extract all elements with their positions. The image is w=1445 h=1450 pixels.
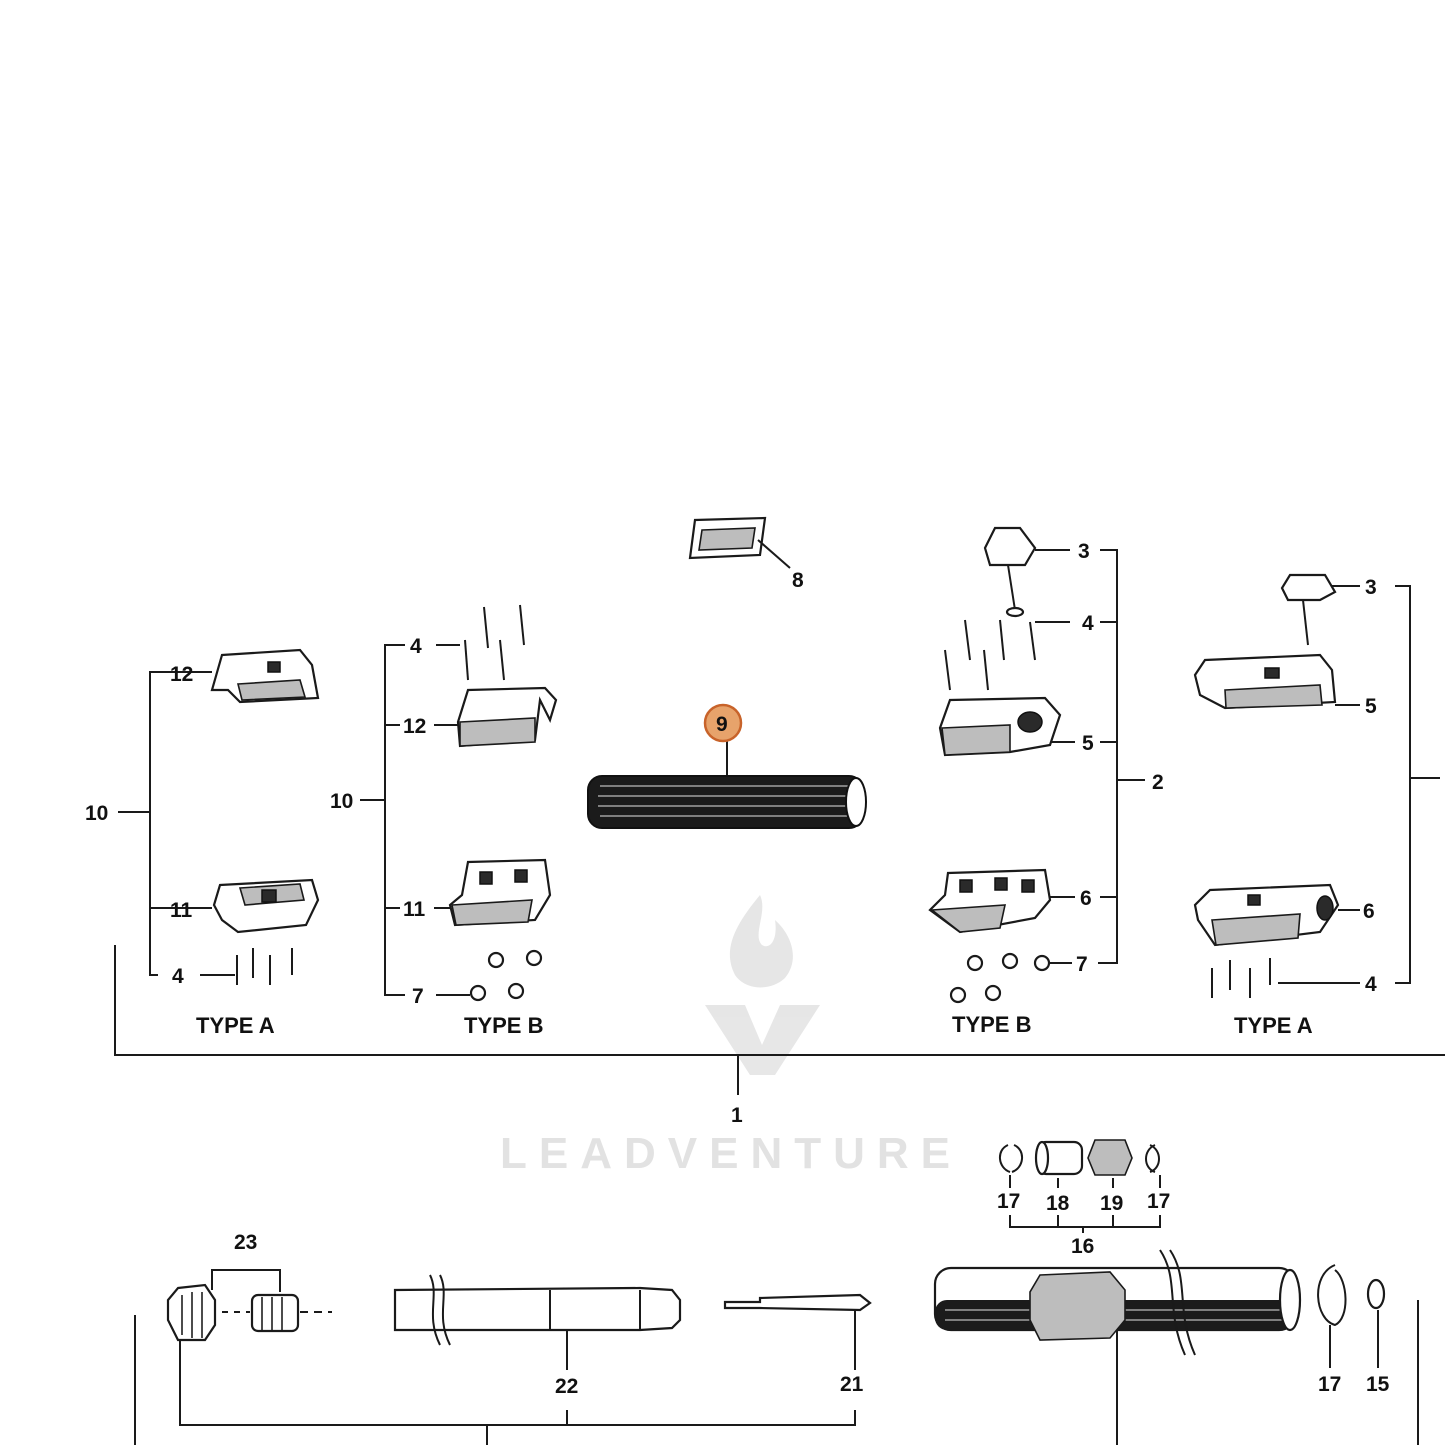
callout-5: 5 [1082, 732, 1094, 755]
housing-5-type-b [938, 696, 1062, 757]
switch-3-type-b [983, 526, 1037, 618]
bracket-right [1395, 585, 1411, 984]
callout-6: 6 [1080, 887, 1092, 910]
callout-8: 8 [792, 569, 804, 592]
callout-18: 18 [1046, 1192, 1070, 1215]
callout-1: 1 [731, 1104, 743, 1127]
washer-15: 15 [1366, 1278, 1390, 1396]
bracket-10a [149, 671, 155, 976]
callout-4: 4 [410, 635, 422, 658]
callout-17: 17 [1318, 1373, 1341, 1396]
bracket-2 [1110, 549, 1118, 964]
callout-7: 7 [412, 985, 424, 1008]
grip-9: 9 [587, 703, 867, 829]
callout-15: 15 [1366, 1373, 1390, 1396]
callout-6: 6 [1363, 900, 1375, 923]
callout-17: 17 [997, 1190, 1020, 1213]
watermark-logo [705, 895, 820, 1075]
housing-11-type-b [448, 858, 552, 927]
callout-17: 17 [1147, 1190, 1170, 1213]
callout-11: 11 [403, 898, 426, 921]
highlight-marker[interactable] [703, 703, 743, 743]
nuts-7-type-b [949, 952, 1051, 1004]
nuts-7-type-b [469, 949, 543, 1002]
rod-21: 21 [723, 1293, 872, 1396]
callout-22: 22 [555, 1375, 578, 1398]
assembly-1-bracket: 1 [114, 945, 1445, 1127]
callout-3: 3 [1365, 576, 1377, 599]
handlebar-tube-22: 22 [393, 1274, 682, 1398]
callout-10: 10 [330, 790, 353, 813]
callout-4: 4 [1365, 973, 1377, 996]
screws-4-type-a [1211, 958, 1271, 998]
type-label: TYPE A [1234, 1013, 1313, 1038]
cover-12-type-b [456, 686, 558, 748]
callout-10: 10 [85, 802, 108, 825]
watermark-text: LEADVENTURE [500, 1129, 962, 1178]
cover-12-type-a [210, 648, 320, 704]
callout-16: 16 [1071, 1235, 1094, 1258]
switch-3-type-a [1280, 573, 1337, 646]
type-label: TYPE B [464, 1013, 543, 1038]
type-label: TYPE A [196, 1013, 275, 1038]
callout-3: 3 [1078, 540, 1090, 563]
callout-11: 11 [170, 899, 193, 922]
housing-6-type-b [928, 868, 1052, 934]
bracket-10b [384, 644, 390, 996]
type-label: TYPE B [952, 1012, 1031, 1037]
callout-4: 4 [172, 965, 184, 988]
right-type-b-group: 3 4 5 2 6 7 TYPE B [928, 526, 1164, 1037]
callout-9: 9 [716, 713, 728, 736]
housing-6-type-a [1193, 883, 1340, 947]
callout-7: 7 [1076, 953, 1088, 976]
decal-8: 8 [688, 516, 804, 592]
screws-4-type-b [464, 604, 525, 681]
housing-11-type-a [212, 878, 320, 934]
callout-5: 5 [1365, 695, 1377, 718]
callout-19: 19 [1100, 1192, 1123, 1215]
circlip-17: 17 [1317, 1264, 1347, 1396]
bottom-bracket [134, 1300, 1419, 1445]
callout-21: 21 [840, 1373, 864, 1396]
housing-5-type-a [1193, 653, 1337, 710]
callout-2: 2 [1152, 771, 1164, 794]
throttle-grip-assembly [933, 1249, 1302, 1356]
right-type-a-group: 3 5 6 4 TYPE A [1193, 573, 1440, 1038]
bushing-set-16: 17 18 19 17 16 [997, 1139, 1170, 1258]
callout-23: 23 [234, 1231, 257, 1254]
throttle-sleeve-23: 23 [166, 1231, 332, 1342]
callout-4: 4 [1082, 612, 1094, 635]
left-type-b-group: 4 12 10 11 7 TYPE B [330, 604, 558, 1038]
screws-4-type-b [944, 619, 1036, 691]
left-type-a-group: 12 10 11 4 TYPE A [85, 648, 320, 1038]
screws-4-type-a [236, 948, 293, 985]
callout-12: 12 [170, 663, 193, 686]
callout-12: 12 [403, 715, 426, 738]
